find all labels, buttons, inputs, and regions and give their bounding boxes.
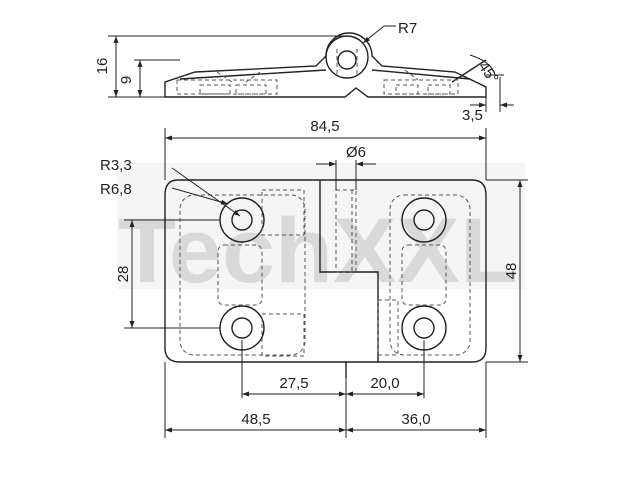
plan-view-dimensions [124,128,528,438]
dim-overall-width: 84,5 [310,118,339,135]
dim-bevel-angle: 45° [475,59,502,87]
dim-hole-radius: R3,3 [100,157,132,174]
right-leaf-outline [319,179,487,363]
dim-hole-to-pin-right: 20,0 [370,375,399,392]
dim-hole-vertical-spacing: 28 [115,266,132,283]
knuckle-pin [337,50,357,70]
left-leaf-outline [164,179,347,378]
dim-counterbore-radius: R6,8 [100,181,132,198]
plan-view-hidden-lines [179,189,471,357]
side-view-outline [164,32,487,98]
dim-plan-overall-height: 48 [503,263,520,280]
dim-knuckle-radius: R7 [398,20,417,37]
mounting-hole-top-right [401,197,447,243]
dim-side-overall-height: 16 [94,58,111,75]
dim-leaf-width-right: 36,0 [401,411,430,428]
knuckle-circle [325,35,369,79]
dim-hole-to-pin-left: 27,5 [279,375,308,392]
dim-bevel-offset: 3,5 [462,107,483,124]
dim-leaf-width-left: 48,5 [241,411,270,428]
watermark-text: TechXXL [118,200,518,302]
side-view [164,32,487,98]
side-view-hidden-lines [176,49,459,95]
side-view-dimensions [108,25,514,112]
dim-pin-diameter: Ø6 [346,144,366,161]
watermark: TechXXL [117,163,525,302]
dim-side-leaf-thickness: 9 [118,76,135,84]
